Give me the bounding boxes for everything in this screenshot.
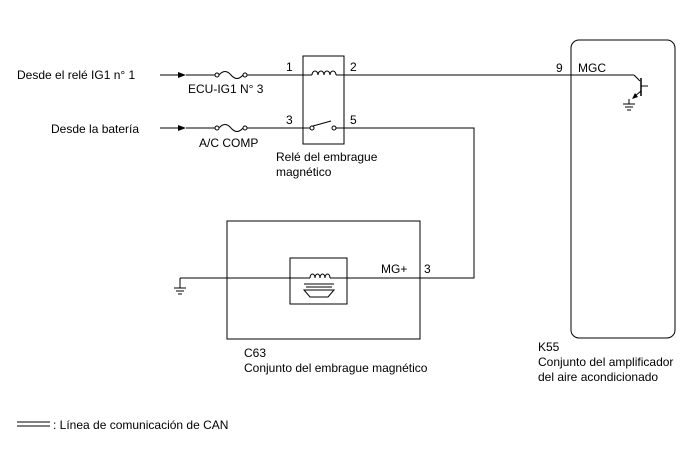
transistor-icon	[571, 74, 648, 111]
battery-feed: Desde la batería A/C COMP	[51, 122, 303, 150]
relay-pin-2: 2	[350, 60, 357, 74]
relay-label-line1: Relé del embrague	[276, 150, 378, 164]
fuse-ac-comp-icon	[214, 124, 248, 132]
relay-pin-1: 1	[286, 60, 293, 74]
relay-pin-3: 3	[286, 113, 293, 127]
source-battery-label: Desde la batería	[51, 122, 139, 136]
relay-pin-5: 5	[350, 113, 357, 127]
clutch-coil-icon	[309, 273, 331, 279]
relay-switch-icon	[312, 120, 332, 127]
amplifier-name-line2: del aire acondicionado	[538, 370, 658, 384]
clutch-terminal-name: MG+	[381, 262, 407, 276]
clutch-plate-icon	[302, 283, 336, 298]
amplifier-pin: 9	[556, 61, 563, 75]
relay-coil-icon	[311, 70, 337, 76]
clutch-name: Conjunto del embrague magnético	[244, 361, 428, 375]
relay-label-line2: magnético	[276, 165, 332, 179]
amplifier-code: K55	[538, 340, 560, 354]
clutch-terminal-pin: 3	[424, 262, 431, 276]
fuse-ecu-ig1-icon	[214, 71, 248, 79]
wire-relay-to-clutch	[344, 127, 475, 279]
clutch-assembly: MG+ 3 C63 Conjunto del embrague magnétic…	[174, 220, 431, 375]
source-relay-ig1-label: Desde el relé IG1 n° 1	[17, 68, 136, 82]
amplifier-assembly: 9 MGC K55 Conjunto del amplificador del …	[538, 39, 676, 384]
amplifier-name-line1: Conjunto del amplificador	[538, 355, 673, 369]
ig1-feed: Desde el relé IG1 n° 1 ECU-IG1 N° 3	[17, 68, 303, 96]
amplifier-terminal-name: MGC	[578, 61, 606, 75]
fuse-ecu-ig1-label: ECU-IG1 N° 3	[188, 82, 264, 96]
ground-icon	[174, 287, 186, 295]
arrow-icon	[178, 125, 186, 131]
legend: : Línea de comunicación de CAN	[17, 418, 228, 432]
clutch-code: C63	[244, 346, 266, 360]
legend-can-label: : Línea de comunicación de CAN	[53, 418, 228, 432]
arrow-icon	[178, 72, 186, 78]
fuse-ac-comp-label: A/C COMP	[199, 136, 258, 150]
clutch-relay: 1 2 3 5 Relé del embrague magnético	[276, 55, 378, 179]
